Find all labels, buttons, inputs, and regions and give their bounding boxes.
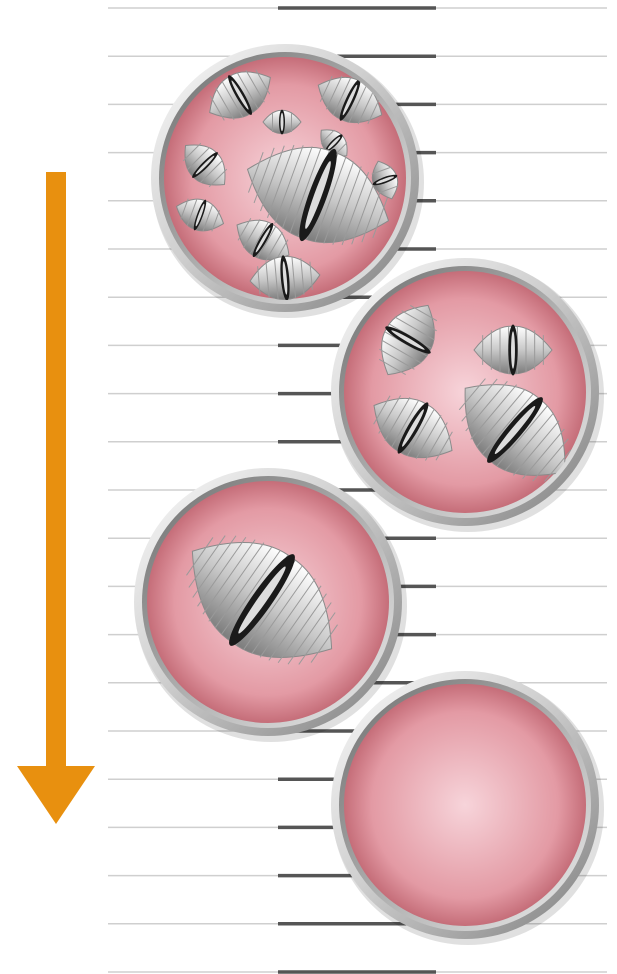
down-arrow-icon [17,172,95,824]
dish-medium [344,684,586,926]
dish-2 [331,258,604,532]
dish-group [134,44,604,945]
dish-3 [134,468,407,742]
dish-4 [331,671,604,945]
dish-1 [151,44,424,318]
